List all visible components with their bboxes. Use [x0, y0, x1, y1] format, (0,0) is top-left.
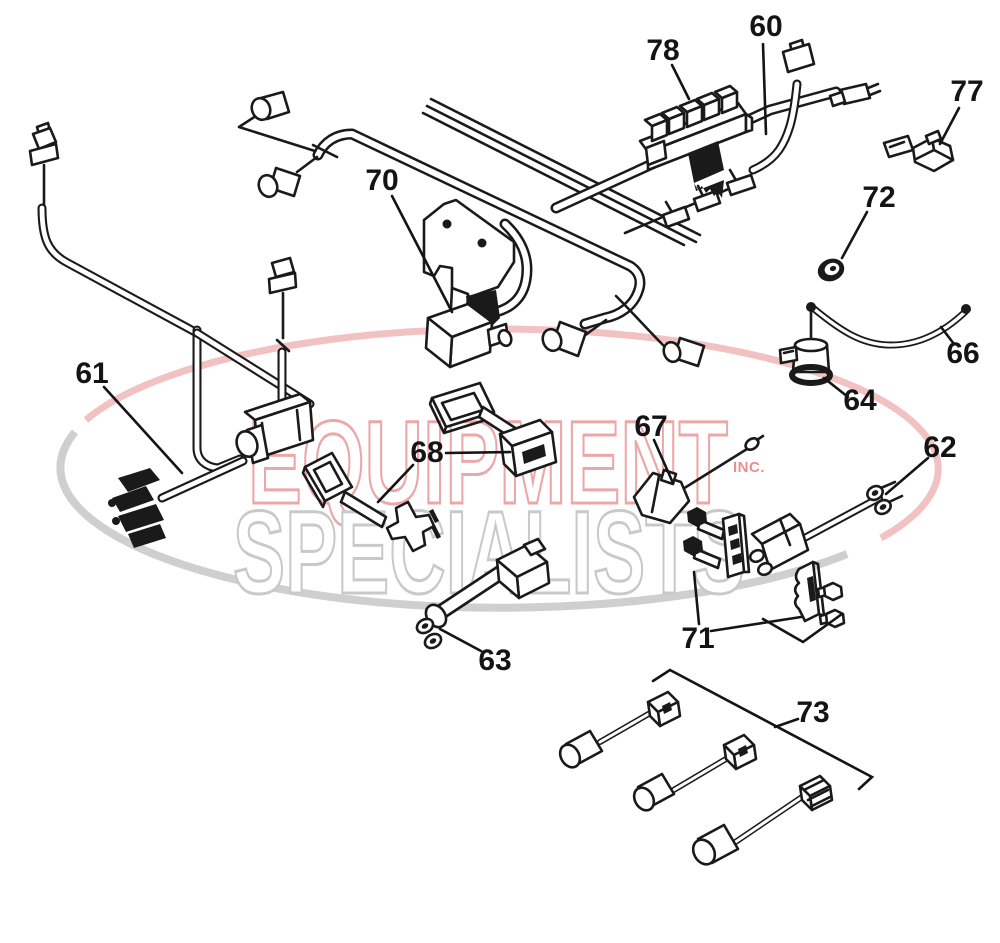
leader-line-60	[761, 42, 768, 136]
leader-line-66	[939, 325, 956, 346]
trunk-inlet-connectors	[237, 90, 339, 199]
wire-60	[748, 38, 816, 175]
part-number-78: 78	[646, 34, 679, 67]
part-label-64: 64	[822, 376, 877, 417]
part-label-68: 68	[376, 436, 512, 504]
part-label-73: 73	[773, 696, 830, 729]
fuse-block-78	[638, 84, 754, 198]
leader-line-64	[822, 376, 850, 399]
part-label-66: 66	[939, 325, 980, 370]
leader-line-73	[773, 717, 800, 729]
part-number-71: 71	[681, 622, 714, 655]
link-assembly-68b	[301, 451, 441, 553]
main-harness-trunk	[312, 86, 842, 330]
part-label-67: 67	[634, 410, 675, 485]
leader-line-71	[692, 570, 701, 626]
part-label-70: 70	[365, 164, 454, 314]
branch-plug-right	[614, 294, 706, 368]
jumper-cables-73	[558, 668, 875, 866]
trunk-end-connector	[828, 82, 882, 108]
part-label-62: 62	[884, 431, 957, 496]
part-number-62: 62	[923, 431, 956, 464]
part-number-67: 67	[634, 410, 667, 443]
cable-assembly-62	[748, 480, 904, 577]
grommet-72	[817, 258, 845, 282]
leader-line-68	[444, 450, 512, 455]
part-label-60: 60	[749, 10, 783, 136]
leader-line-77	[938, 106, 961, 146]
part-number-60: 60	[749, 10, 782, 43]
part-number-61: 61	[75, 357, 108, 390]
part-label-71: 71	[681, 570, 803, 655]
part-label-72: 72	[840, 181, 896, 260]
connector-77	[882, 129, 955, 173]
part-label-63: 63	[438, 627, 512, 677]
main-connector-61	[235, 392, 315, 465]
watermark-word-inc: INC.	[733, 459, 765, 476]
link-assembly-68a	[428, 381, 558, 478]
fuse-cubes	[643, 84, 739, 143]
leader-line-68	[376, 463, 415, 504]
part-number-64: 64	[843, 384, 877, 417]
part-number-72: 72	[862, 181, 895, 214]
part-number-68: 68	[410, 436, 443, 469]
leader-line-67	[652, 438, 675, 485]
leader-line-61	[102, 385, 184, 475]
trunk-stub-connectors	[661, 168, 757, 229]
part-number-66: 66	[946, 337, 979, 370]
callout-labels: 60 78 77 72 66 64 62 61 70 68 67 63 71 73	[75, 10, 983, 729]
part-label-77: 77	[938, 75, 984, 146]
solenoid-64	[778, 302, 833, 386]
leader-line-71	[709, 615, 803, 633]
connector-small-mid	[267, 256, 298, 353]
watermark-oval-gray	[56, 429, 849, 612]
leader-line-78	[670, 63, 691, 101]
bracket-70	[422, 198, 516, 369]
leader-line-72	[840, 210, 869, 260]
part-number-73: 73	[796, 696, 829, 729]
leader-line-62	[884, 456, 930, 496]
branch-plug-left	[541, 318, 608, 358]
cylinder-assembly-63	[415, 537, 551, 650]
part-number-63: 63	[478, 644, 511, 677]
part-label-78: 78	[646, 34, 691, 101]
part-number-77: 77	[950, 75, 983, 108]
bracket-group-71	[761, 560, 846, 644]
cable-66	[809, 304, 971, 349]
connector-small-top-left	[28, 121, 60, 207]
left-harness-61	[28, 121, 315, 548]
leader-line-70	[390, 194, 454, 314]
black-terminal-cluster-61	[108, 468, 166, 548]
group-bracket-73	[651, 668, 875, 791]
terminal-group-71	[683, 507, 751, 579]
part-number-70: 70	[365, 164, 398, 197]
leader-line-63	[438, 627, 483, 653]
triple-wire-bundle	[421, 97, 702, 247]
part-label-61: 61	[75, 357, 184, 475]
